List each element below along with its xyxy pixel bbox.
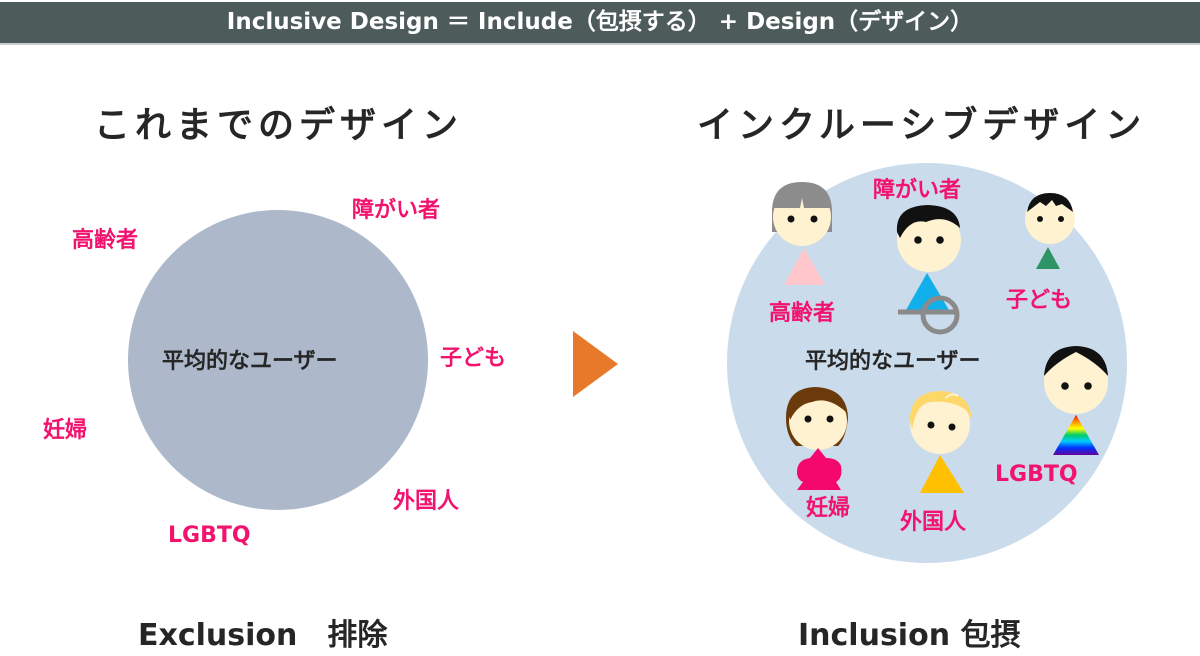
right-label-child: 子ども <box>1006 288 1073 313</box>
left-center-label: 平均的なユーザー <box>162 349 338 374</box>
wheelchair-user-icon <box>896 205 961 335</box>
left-label-disabled: 障がい者 <box>352 198 441 223</box>
right-footer: Inclusion 包摂 <box>798 618 1021 653</box>
exclusion-circle <box>128 210 428 510</box>
left-label-elderly: 高齢者 <box>72 228 139 253</box>
elderly-person-icon <box>772 182 832 285</box>
lgbtq-person-icon <box>1044 346 1108 455</box>
right-label-lgbtq: LGBTQ <box>995 462 1078 487</box>
left-title: これまでのデザイン <box>94 105 464 146</box>
right-label-disabled: 障がい者 <box>873 178 962 203</box>
right-center-label: 平均的なユーザー <box>805 349 981 374</box>
header-title: Inclusive Design ＝ Include（包摂する） + Desig… <box>226 9 974 35</box>
child-icon <box>1025 193 1075 269</box>
header-banner: Inclusive Design ＝ Include（包摂する） + Desig… <box>0 2 1200 45</box>
right-title: インクルーシブデザイン <box>697 105 1147 146</box>
right-label-foreigner: 外国人 <box>900 510 967 535</box>
left-label-pregnant: 妊婦 <box>43 418 88 443</box>
left-label-child: 子ども <box>440 346 507 371</box>
foreigner-icon <box>910 391 972 493</box>
left-label-lgbtq: LGBTQ <box>168 523 251 548</box>
right-label-pregnant: 妊婦 <box>806 496 851 521</box>
left-footer: Exclusion 排除 <box>138 618 388 653</box>
pregnant-woman-icon <box>786 387 848 490</box>
left-label-foreigner: 外国人 <box>393 489 460 514</box>
right-label-elderly: 高齢者 <box>769 301 836 326</box>
